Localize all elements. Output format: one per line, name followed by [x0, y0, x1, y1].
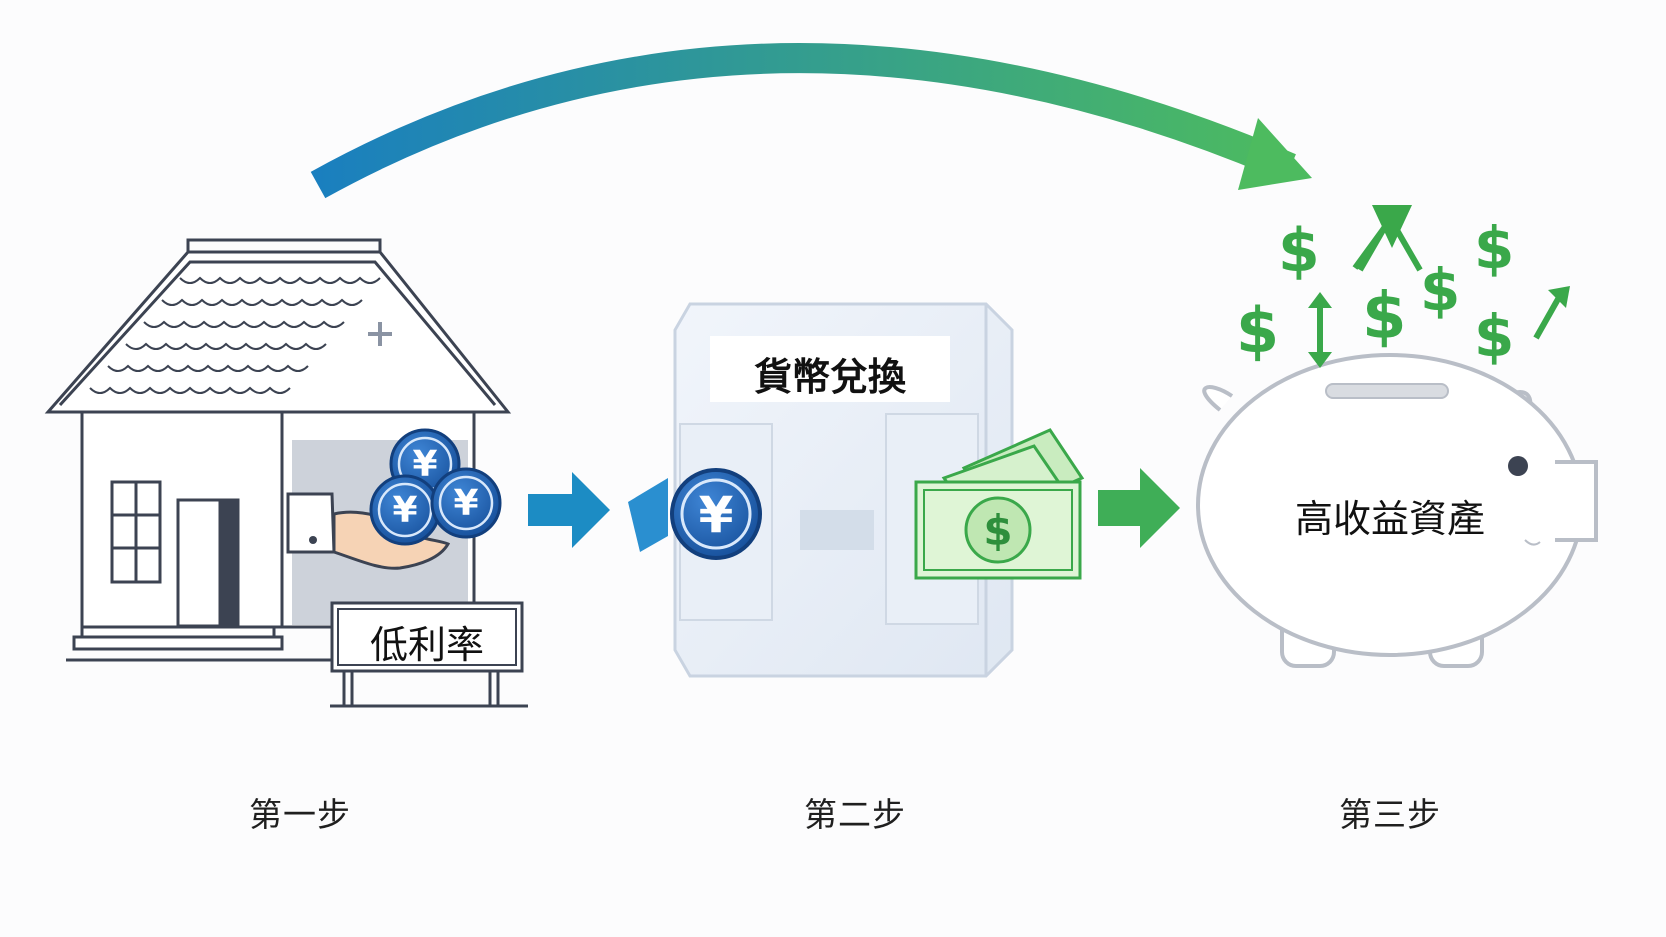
flow-arrow-2: [1098, 468, 1180, 548]
step-label-2: 第二步: [804, 795, 906, 834]
dollar-symbol: $: [1362, 280, 1407, 354]
dollar-symbol: $: [1236, 294, 1280, 367]
exchange-machine: [673, 302, 1014, 678]
exchange-dollar-bills: [914, 428, 1085, 580]
dollar-symbol: $: [983, 506, 1013, 555]
low-interest-sign: 低利率: [369, 623, 484, 667]
dollar-symbol: $: [1420, 256, 1461, 324]
dollar-symbol: $: [1474, 214, 1515, 282]
exchange-title: 貨幣兌換: [753, 355, 906, 399]
dollar-symbol: $: [1278, 216, 1320, 286]
flow-arc-arrow: [310, 43, 1312, 199]
yen-symbol: ¥: [412, 444, 438, 485]
growth-indicators: [1308, 205, 1570, 368]
step-label-1: 第一步: [249, 795, 351, 834]
exchange-coin-in: [628, 468, 762, 560]
flow-arrow-1: [528, 472, 610, 548]
piggy-bank: [1196, 353, 1598, 668]
yen-symbol: ¥: [392, 490, 418, 531]
step-label-3: 第三步: [1339, 795, 1441, 834]
piggy-label: 高收益資產: [1294, 497, 1485, 541]
yen-symbol: ¥: [698, 486, 734, 544]
dollar-symbol: $: [1474, 302, 1515, 370]
yen-symbol: ¥: [453, 483, 479, 524]
